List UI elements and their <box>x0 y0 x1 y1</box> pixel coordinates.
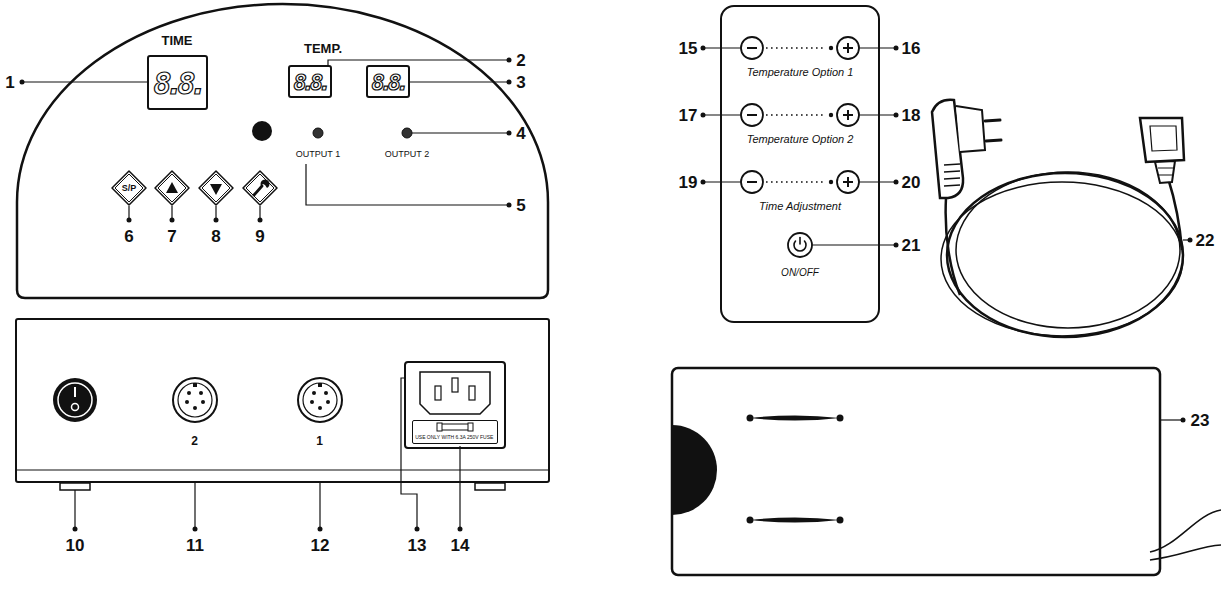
callout-number: 2 <box>516 52 525 69</box>
callout-number: 13 <box>408 537 427 554</box>
leader-lines <box>22 48 1190 529</box>
rear-panel: 2 1 USE ONLY WITH 6.3A 250V FUSE <box>15 318 550 483</box>
rear-panel-text: 1 <box>316 434 323 448</box>
display-digits: 8.8. <box>293 69 326 94</box>
display-digits: 8.8. <box>153 65 201 100</box>
control-panel: TIME TEMP. OUTPUT 1 OUTPUT 2 8.8. 8.8. 8.8. S/P <box>15 2 550 300</box>
callout-number: 22 <box>1196 232 1215 249</box>
panel-outline <box>15 2 550 300</box>
callout-number: 20 <box>902 174 921 191</box>
remote-control-text: Time Adjustment <box>759 200 841 212</box>
callout-number: 9 <box>255 228 264 245</box>
display-digits: 8.8. <box>371 69 404 94</box>
rear-panel-text: 2 <box>191 434 198 448</box>
callout-number: 15 <box>679 40 698 57</box>
callout-number: 17 <box>679 107 698 124</box>
heating-mat <box>672 368 1221 575</box>
panel-controls <box>155 121 412 205</box>
temperature-display: 8.8. <box>366 65 411 98</box>
callout-number: 14 <box>451 537 470 554</box>
fuse-holder-text: USE ONLY WITH 6.3A 250V FUSE <box>415 434 493 440</box>
panel-outline <box>17 4 548 298</box>
control-panel-text: TEMP. <box>304 41 342 56</box>
callout-number: 16 <box>902 40 921 57</box>
callout-number: 18 <box>902 107 921 124</box>
callout-number: 4 <box>516 125 525 142</box>
callout-number: 10 <box>66 537 85 554</box>
callout-number: 19 <box>679 174 698 191</box>
callout-number: 11 <box>186 537 204 554</box>
temperature-display: 8.8. <box>288 65 333 98</box>
remote-control: Temperature Option 1 Temperature Option 2… <box>720 5 880 323</box>
callout-number: 21 <box>902 237 921 254</box>
remote-control-text: Temperature Option 1 <box>747 66 854 78</box>
control-panel-text: TIME <box>161 33 192 48</box>
power-cord <box>932 100 1184 337</box>
callout-number: 8 <box>211 228 220 245</box>
mode-button: S/P <box>112 171 146 205</box>
callout-number: 12 <box>311 537 330 554</box>
callout-number: 1 <box>5 74 14 91</box>
remote-buttons <box>741 37 859 257</box>
rear-panel-parts <box>16 362 549 490</box>
remote-control-text: ON/OFF <box>781 267 819 278</box>
control-panel-text: OUTPUT 1 <box>296 149 340 159</box>
fuse-holder: USE ONLY WITH 6.3A 250V FUSE <box>412 420 498 444</box>
control-panel-text: OUTPUT 2 <box>385 149 429 159</box>
remote-control-text: Temperature Option 2 <box>747 133 854 145</box>
callout-number: 3 <box>516 74 525 91</box>
callout-number: 7 <box>167 228 176 245</box>
callout-number: 5 <box>516 197 525 214</box>
time-display: 8.8. <box>147 55 208 110</box>
mode-button-text: S/P <box>122 183 137 193</box>
callout-number: 23 <box>1191 412 1210 429</box>
leader-dots <box>20 46 1193 532</box>
callout-number: 6 <box>124 228 133 245</box>
